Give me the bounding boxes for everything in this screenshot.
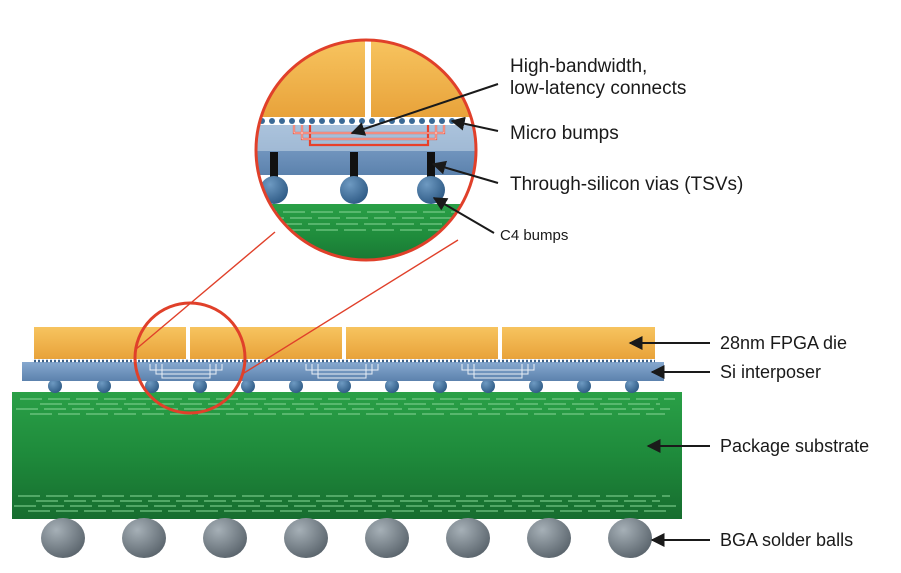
c4-bump [340,176,368,204]
labels: High-bandwidth, low-latency connects Mic… [500,56,869,550]
arrow-c4-bumps [432,197,495,234]
label-tsvs: Through-silicon vias (TSVs) [510,174,743,195]
magnifier [133,231,459,415]
fpga-die [346,327,498,359]
label-fpga-die: 28nm FPGA die [720,333,847,353]
bga-ball [446,518,490,558]
zoom-ring [254,38,478,262]
package-substrate-layer [12,392,682,519]
label-c4-bumps: C4 bumps [500,227,568,244]
c4-bump [417,176,445,204]
label-connects-line1: High-bandwidth, [510,56,647,77]
bga-ball [365,518,409,558]
fpga-dies [34,327,655,359]
arrow-micro-bumps [450,116,499,132]
label-interposer: Si interposer [720,362,821,382]
label-micro-bumps: Micro bumps [510,123,619,144]
si-interposer-layer [22,362,664,381]
arrow-tsvs [431,160,499,184]
label-package-substrate: Package substrate [720,436,869,456]
bga-ball [284,518,328,558]
bga-ball [41,518,85,558]
bga-ball [608,518,652,558]
zoomed-detail [254,38,478,262]
c4-bumps-row [48,379,639,393]
label-bga-balls: BGA solder balls [720,530,853,550]
bga-ball [527,518,571,558]
arrow-connects [350,83,499,136]
bga-ball [203,518,247,558]
bga-solder-balls [41,518,652,558]
fpga-die [34,327,186,359]
tsv [427,152,435,178]
zoom-fpga-die [256,40,365,118]
label-connects-line2: low-latency connects [510,78,686,99]
callout-arrows [350,83,710,547]
package-stack [12,327,682,558]
fpga-die [190,327,342,359]
bga-ball [122,518,166,558]
tsv [350,152,358,178]
tsv [270,152,278,178]
zoom-source-ring [133,301,247,415]
